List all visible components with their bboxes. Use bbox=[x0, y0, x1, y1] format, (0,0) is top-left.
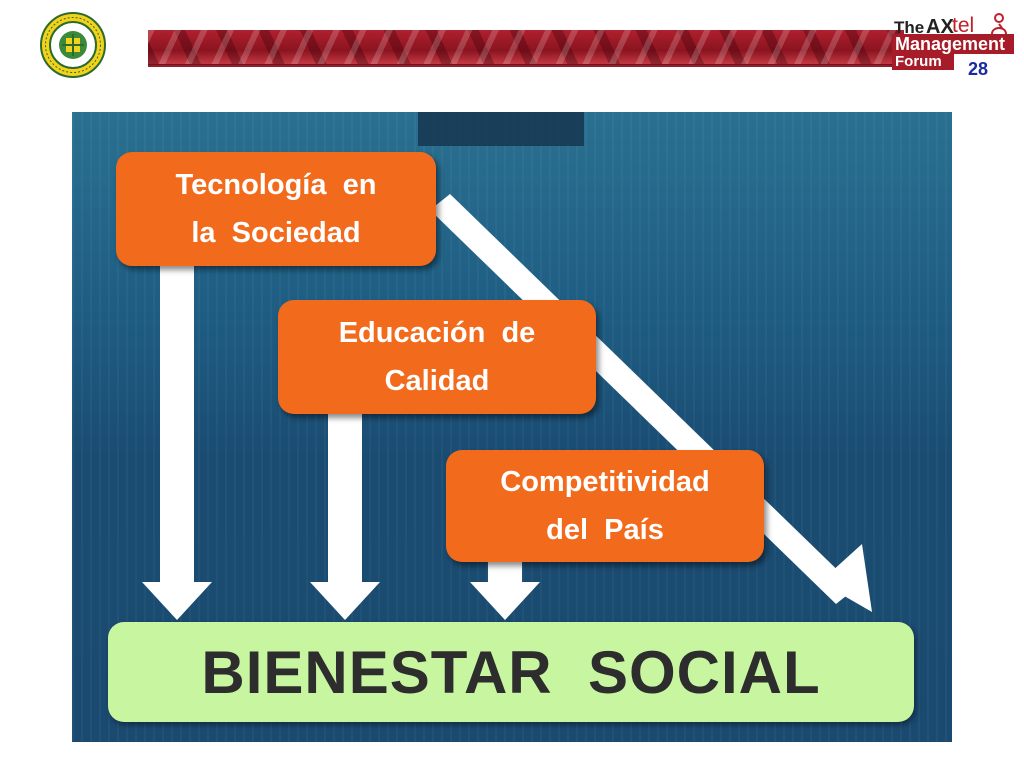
logo-the: The bbox=[894, 18, 925, 37]
node-educacion: Educación de Calidad bbox=[278, 300, 596, 414]
banner-rule bbox=[148, 65, 904, 67]
university-seal-logo bbox=[40, 12, 106, 78]
logo-management: Management bbox=[892, 34, 1014, 54]
arrow-educacion-down bbox=[310, 412, 380, 620]
node-educacion-label: Educación de Calidad bbox=[338, 317, 536, 397]
logo-forum: Forum bbox=[892, 54, 954, 70]
arrow-tecnologia-down bbox=[142, 262, 212, 620]
logo-tel: tel bbox=[952, 14, 975, 37]
node-competitividad-label: Competitividad del País bbox=[500, 466, 710, 546]
result-label: BIENESTAR SOCIAL bbox=[201, 638, 821, 706]
management-forum-logo: The AX tel Management Forum bbox=[892, 8, 1016, 70]
arrow-competitividad-down bbox=[470, 560, 540, 620]
node-tecnologia: Tecnología en la Sociedad bbox=[116, 152, 436, 266]
logo-ax: AX bbox=[926, 16, 954, 38]
panel-top-bar bbox=[418, 112, 584, 146]
thinker-icon bbox=[988, 12, 1010, 36]
node-bienestar-social: BIENESTAR SOCIAL bbox=[108, 622, 914, 722]
node-tecnologia-label: Tecnología en la Sociedad bbox=[175, 169, 377, 249]
node-competitividad: Competitividad del País bbox=[446, 450, 764, 562]
slide-number: 28 bbox=[968, 59, 989, 79]
header-banner bbox=[148, 30, 904, 65]
diagram-panel: Tecnología en la Sociedad Educación de C… bbox=[72, 112, 952, 742]
